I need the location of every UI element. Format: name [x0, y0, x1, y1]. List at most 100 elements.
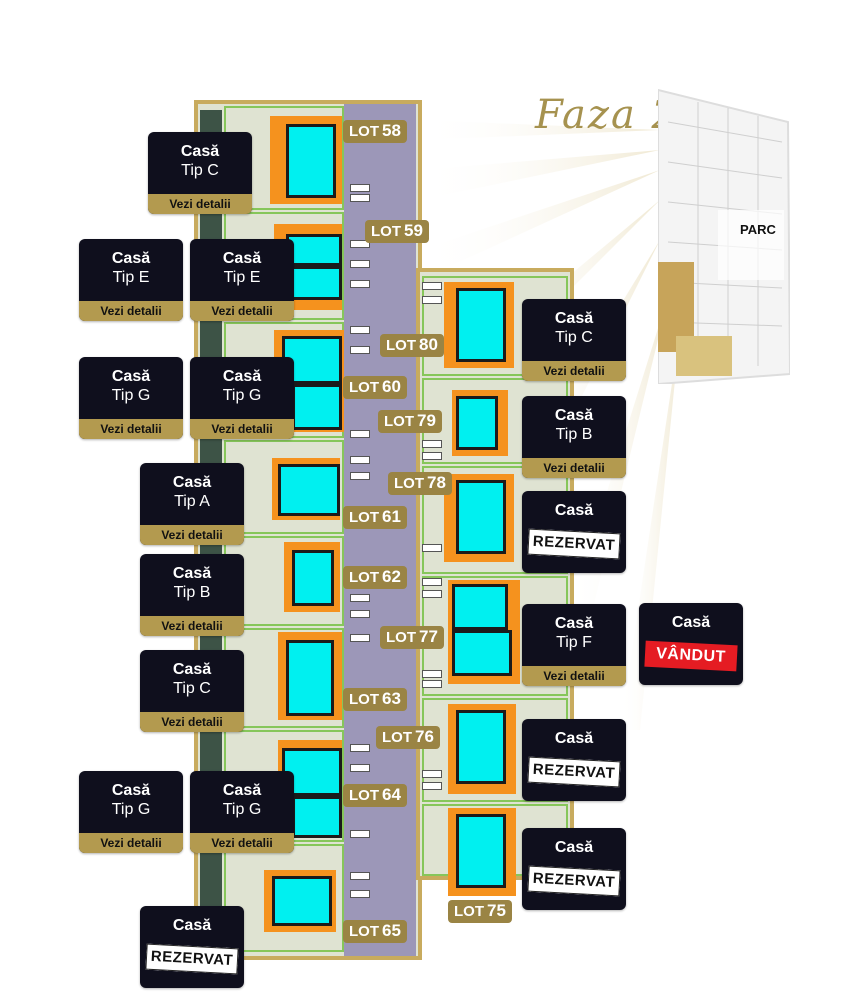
house-65[interactable] [272, 876, 332, 926]
house-card[interactable]: Casă Tip C Vezi detalii [522, 299, 626, 381]
details-button[interactable]: Vezi detalii [140, 712, 244, 732]
house-79[interactable] [456, 396, 498, 450]
parking [422, 680, 442, 688]
details-button[interactable]: Vezi detalii [79, 419, 183, 439]
house-59a[interactable] [286, 234, 342, 266]
card-title: Casă [554, 502, 594, 519]
details-button[interactable]: Vezi detalii [140, 525, 244, 545]
details-button[interactable]: Vezi detalii [140, 616, 244, 636]
house-64b[interactable] [292, 796, 342, 838]
card-type: Tip G [222, 801, 262, 818]
house-card-reserved[interactable]: Casă REZERVAT [522, 491, 626, 573]
parking [350, 744, 370, 752]
house-card[interactable]: Casă Tip G Vezi detalii [79, 357, 183, 439]
house-59b[interactable] [286, 266, 342, 300]
details-button[interactable]: Vezi detalii [190, 833, 294, 853]
card-title: Casă [111, 368, 151, 385]
parking [350, 456, 370, 464]
parking [350, 280, 370, 288]
sold-stamp: VÂNDUT [644, 640, 738, 672]
house-76[interactable] [456, 710, 506, 784]
details-button[interactable]: Vezi detalii [522, 666, 626, 686]
details-button[interactable]: Vezi detalii [79, 833, 183, 853]
house-card[interactable]: Casă Tip C Vezi detalii [148, 132, 252, 214]
card-type: Tip E [223, 269, 261, 286]
house-card[interactable]: Casă Tip A Vezi detalii [140, 463, 244, 545]
house-61[interactable] [278, 464, 340, 516]
parking [422, 452, 442, 460]
phase-title: Faza 2 [535, 92, 679, 138]
house-80[interactable] [456, 288, 506, 362]
card-title: Casă [222, 250, 262, 267]
house-58[interactable] [286, 124, 336, 198]
parking [350, 326, 370, 334]
house-card[interactable]: Casă Tip E Vezi detalii [190, 239, 294, 321]
house-75[interactable] [456, 814, 506, 888]
card-title: Casă [172, 917, 212, 934]
house-63[interactable] [286, 640, 334, 716]
parking [422, 578, 442, 586]
house-card[interactable]: Casă Tip G Vezi detalii [190, 771, 294, 853]
details-button[interactable]: Vezi detalii [79, 301, 183, 321]
card-type: Tip B [555, 426, 593, 443]
details-button[interactable]: Vezi detalii [190, 301, 294, 321]
card-title: Casă [671, 614, 711, 631]
house-card[interactable]: Casă Tip B Vezi detalii [522, 396, 626, 478]
parking [422, 670, 442, 678]
card-title: Casă [222, 782, 262, 799]
parking [350, 240, 370, 248]
card-title: Casă [554, 407, 594, 424]
house-77a[interactable] [452, 584, 508, 630]
parking [350, 610, 370, 618]
card-type: Tip G [222, 387, 262, 404]
card-type: Tip B [173, 584, 211, 601]
card-title: Casă [172, 565, 212, 582]
details-button[interactable]: Vezi detalii [148, 194, 252, 214]
details-button[interactable]: Vezi detalii [190, 419, 294, 439]
card-title: Casă [180, 143, 220, 160]
card-type: Tip G [111, 801, 151, 818]
card-title: Casă [172, 474, 212, 491]
house-card[interactable]: Casă Tip C Vezi detalii [140, 650, 244, 732]
reserved-stamp: REZERVAT [527, 756, 621, 788]
parking [422, 770, 442, 778]
details-button[interactable]: Vezi detalii [522, 458, 626, 478]
parking [422, 782, 442, 790]
parking [422, 544, 442, 552]
house-card[interactable]: Casă Tip F Vezi detalii [522, 604, 626, 686]
house-card[interactable]: Casă Tip G Vezi detalii [190, 357, 294, 439]
details-button[interactable]: Vezi detalii [522, 361, 626, 381]
house-card-reserved[interactable]: Casă REZERVAT [140, 906, 244, 988]
parking [350, 764, 370, 772]
house-78[interactable] [456, 480, 506, 554]
house-77b[interactable] [452, 630, 512, 676]
parking [422, 282, 442, 290]
house-card[interactable]: Casă Tip G Vezi detalii [79, 771, 183, 853]
phase-2-map[interactable] [658, 82, 790, 384]
house-card-reserved[interactable]: Casă REZERVAT [522, 719, 626, 801]
house-card[interactable]: Casă Tip B Vezi detalii [140, 554, 244, 636]
house-card[interactable]: Casă Tip E Vezi detalii [79, 239, 183, 321]
parking [350, 594, 370, 602]
house-card-sold[interactable]: Casă VÂNDUT [639, 603, 743, 685]
house-62[interactable] [292, 550, 334, 606]
house-60b[interactable] [292, 384, 342, 430]
parking [350, 890, 370, 898]
house-card-reserved[interactable]: Casă REZERVAT [522, 828, 626, 910]
card-title: Casă [172, 661, 212, 678]
card-type: Tip F [556, 634, 592, 651]
